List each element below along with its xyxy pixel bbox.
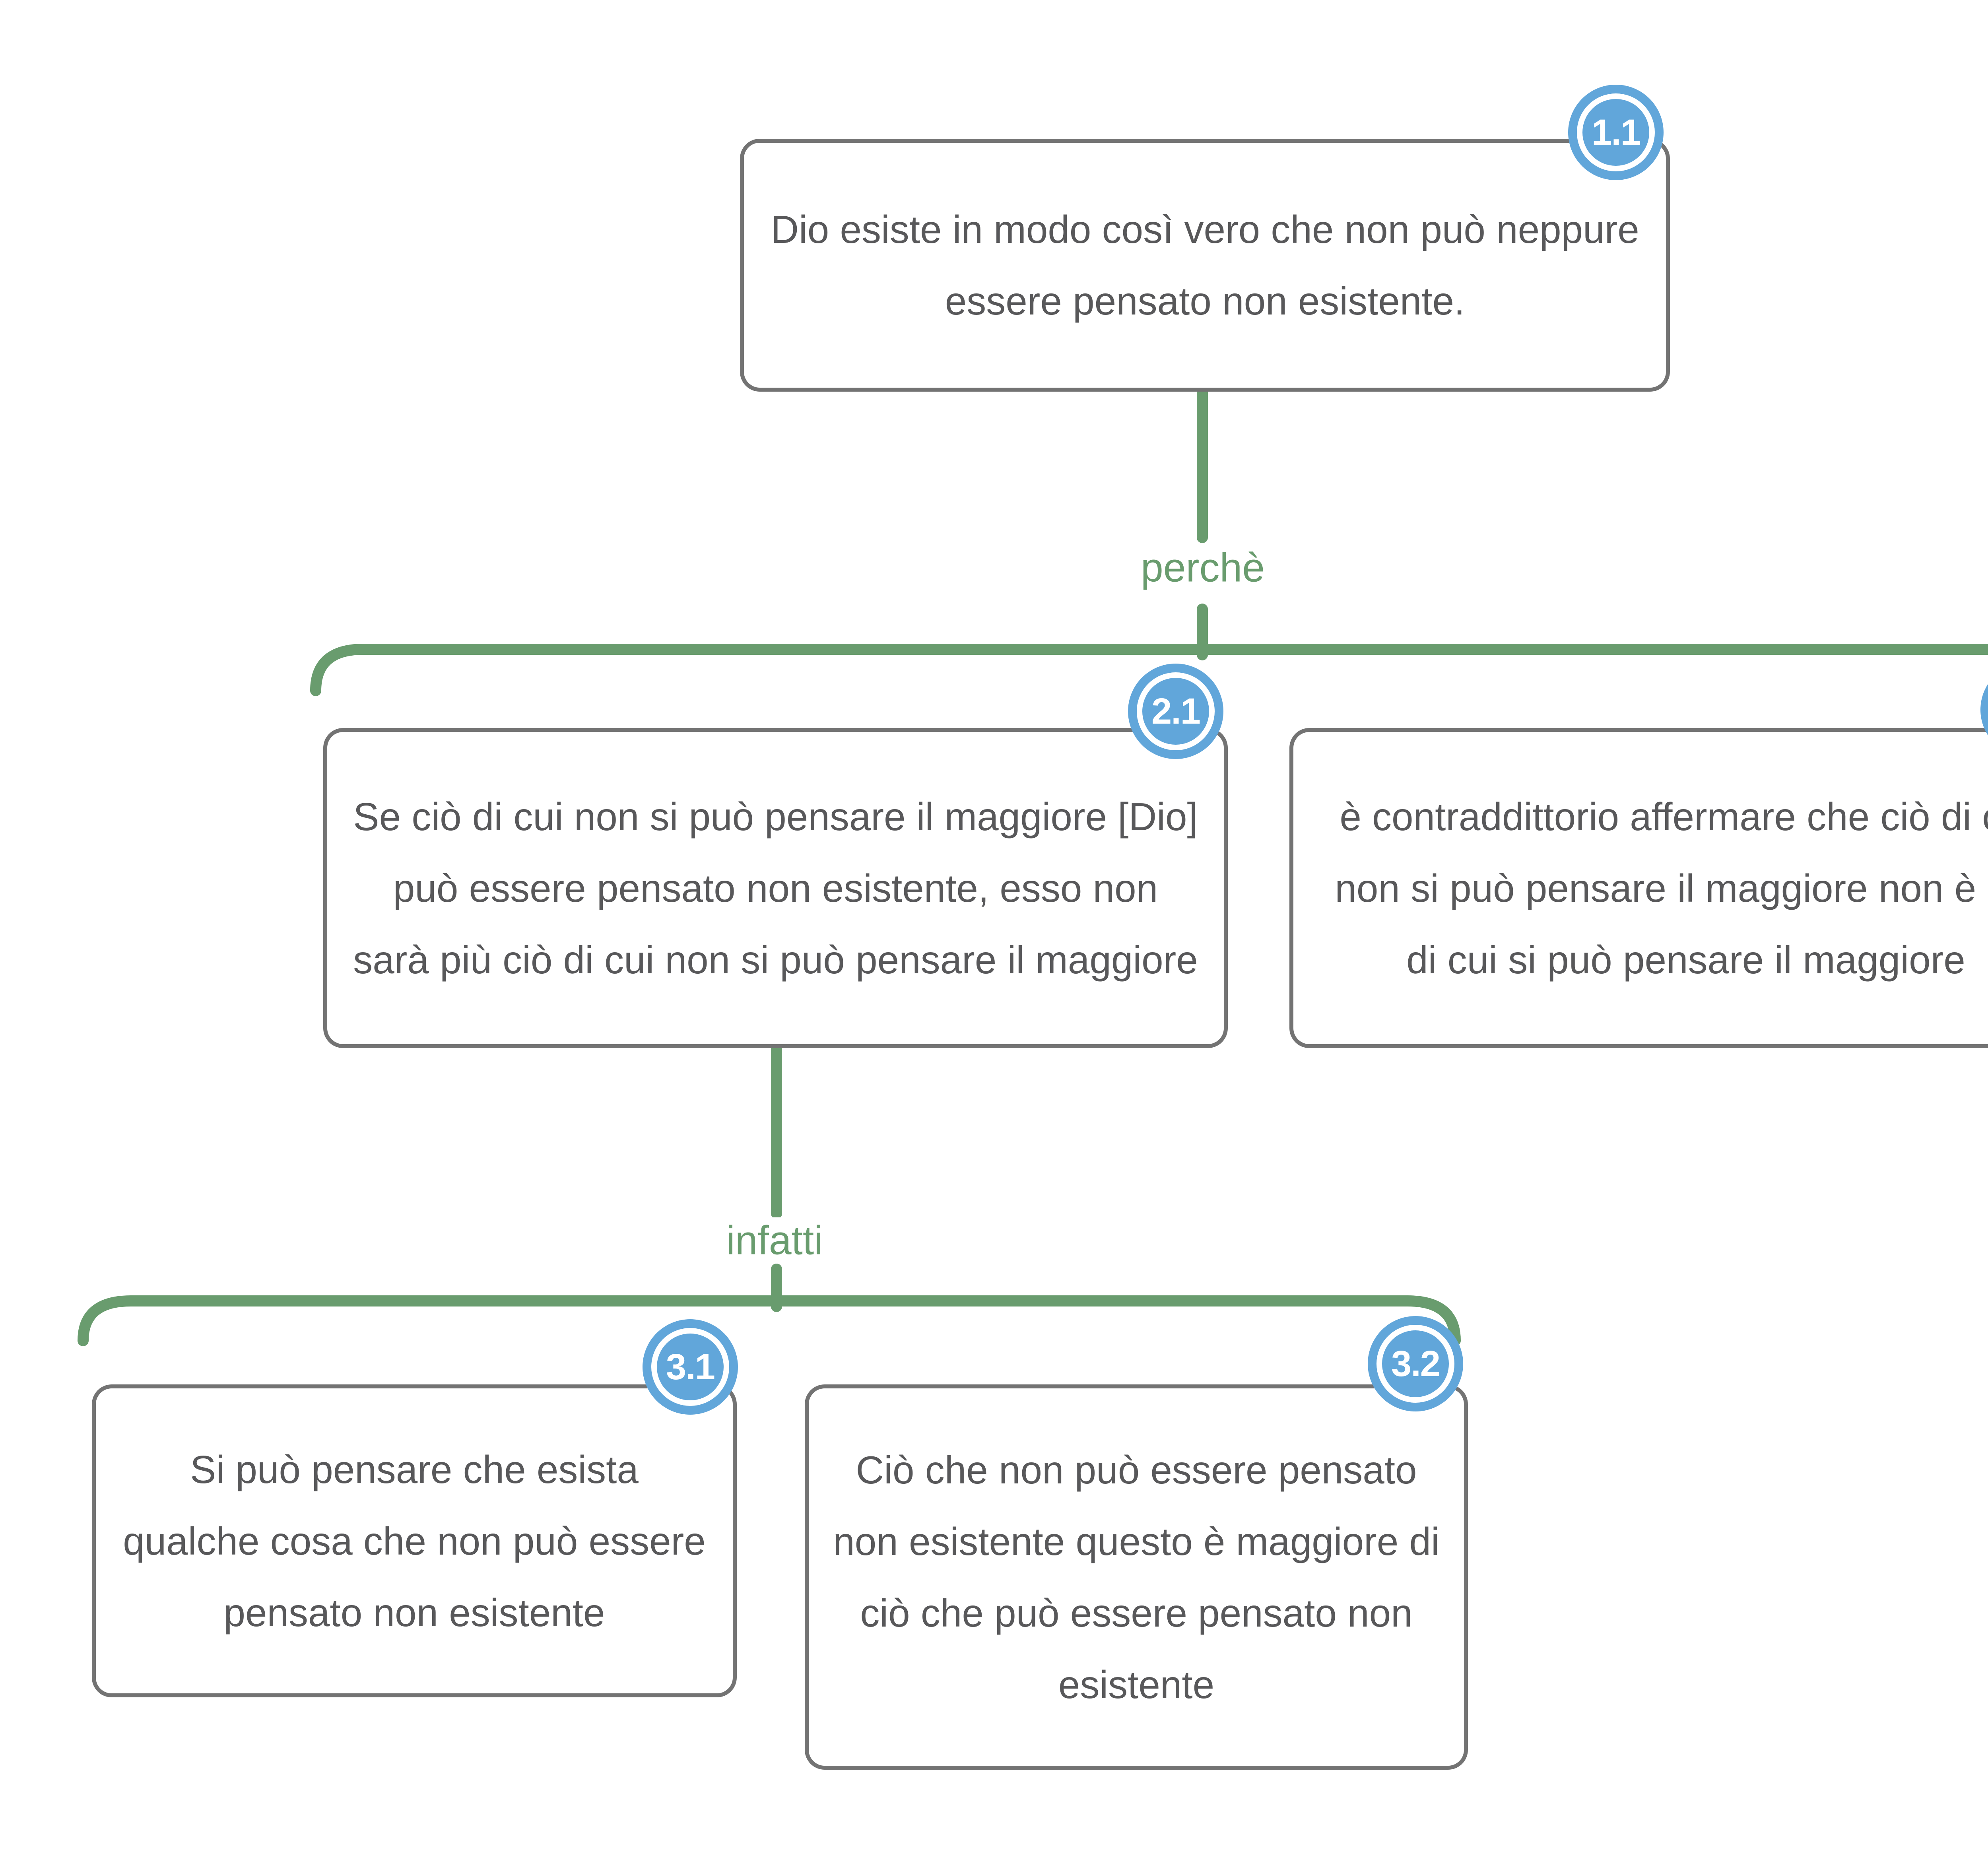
node-box-3-1[interactable]: Si può pensare che esista qualche cosa c… <box>92 1384 737 1697</box>
node-badge-3-1[interactable]: 3.1 <box>651 1328 729 1406</box>
node-text-2-2: è contraddittorio affermare che ciò di c… <box>1335 794 1988 982</box>
node-box-2-1[interactable]: Se ciò di cui non si può pensare il magg… <box>323 728 1228 1048</box>
node-text-3-2: Ciò che non può essere pensato non esist… <box>833 1448 1440 1706</box>
connector-bracket-1 <box>310 644 1988 696</box>
node-badge-2-1[interactable]: 2.1 <box>1137 672 1215 750</box>
node-badge-3-2[interactable]: 3.2 <box>1376 1325 1454 1403</box>
connector-bracket-2 <box>78 1295 1461 1346</box>
node-box-1-1[interactable]: Dio esiste in modo così vero che non può… <box>740 139 1670 392</box>
node-box-2-2[interactable]: è contraddittorio affermare che ciò di c… <box>1289 728 1988 1048</box>
connector-label-infatti: infatti <box>719 1217 830 1264</box>
connector-label-perche: perchè <box>1134 544 1272 591</box>
node-text-3-1: Si può pensare che esista qualche cosa c… <box>123 1447 706 1635</box>
node-badge-1-1[interactable]: 1.1 <box>1577 93 1655 171</box>
node-box-3-2[interactable]: Ciò che non può essere pensato non esist… <box>805 1384 1468 1770</box>
node-text-1-1: Dio esiste in modo così vero che non può… <box>771 208 1639 323</box>
node-text-2-1: Se ciò di cui non si può pensare il magg… <box>353 794 1198 982</box>
